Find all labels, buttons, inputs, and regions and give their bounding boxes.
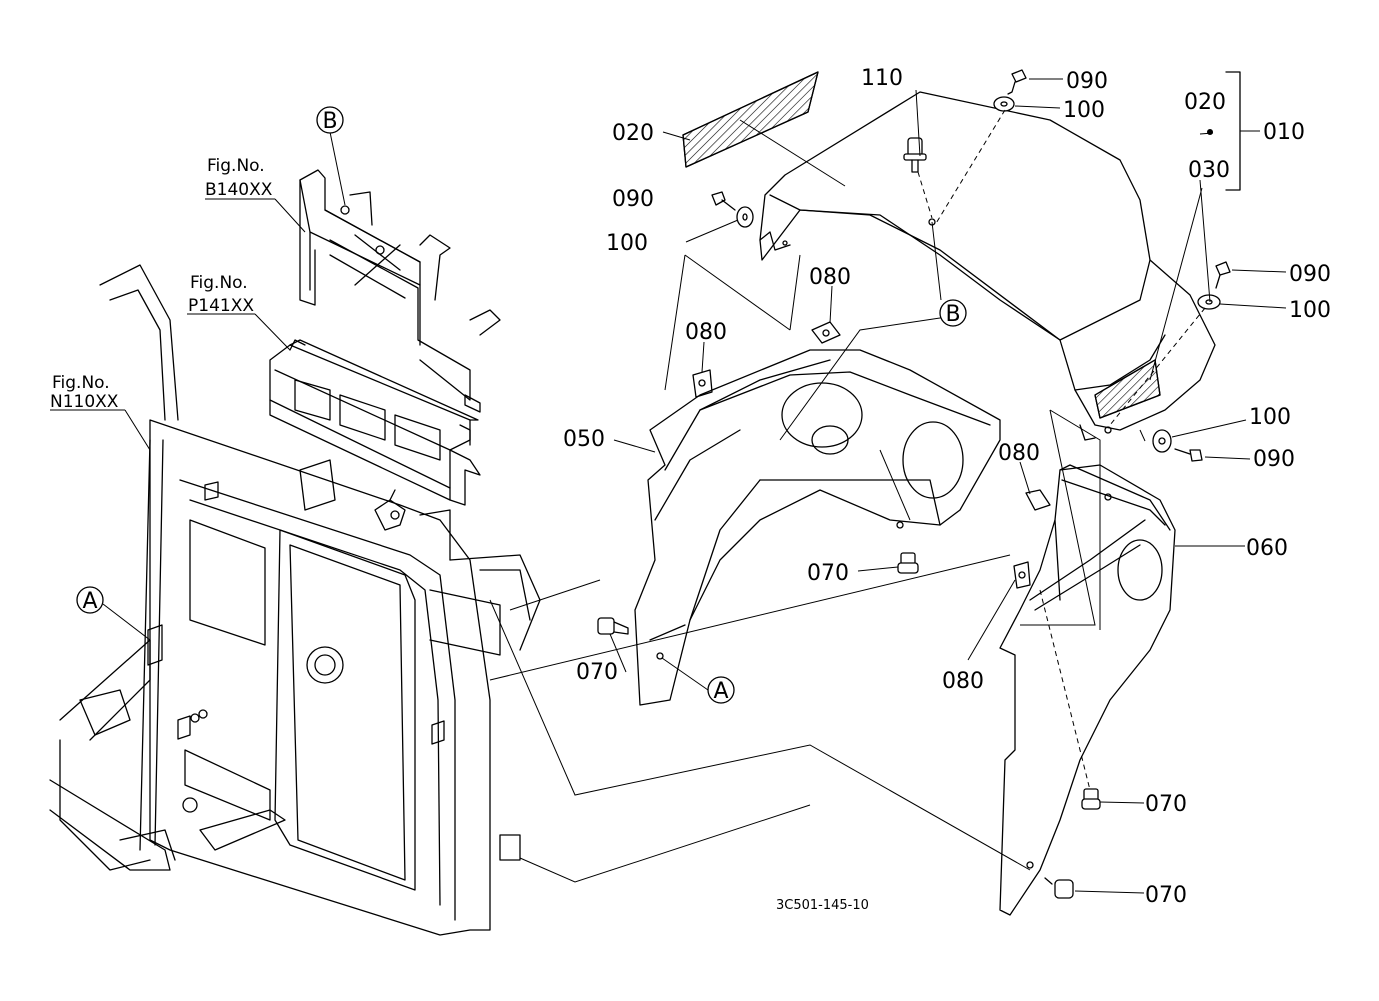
callout-leaders xyxy=(50,78,1287,894)
callout-070-left: 070 xyxy=(576,660,618,685)
drawing-code: 3C501-145-10 xyxy=(776,898,869,913)
callout-100-left: 100 xyxy=(606,231,648,256)
decal-020 xyxy=(682,71,819,168)
figref-p141xx: Fig.No. P141XX xyxy=(188,273,254,316)
screw-090c xyxy=(1197,261,1231,310)
ref-b-mid-label: B xyxy=(945,302,960,327)
ref-circle-a-left: A xyxy=(76,586,104,614)
duct-p141xx xyxy=(269,339,481,506)
figref-n110xx-line1: Fig.No. xyxy=(52,373,110,393)
callout-070-right: 070 xyxy=(1145,792,1187,817)
ref-a-left-label: A xyxy=(82,589,97,614)
callout-060: 060 xyxy=(1246,536,1288,561)
cab-frame xyxy=(49,264,541,936)
callout-labels: 020 110 090 100 020 010 030 090 100 090 … xyxy=(563,66,1331,908)
callout-100-top: 100 xyxy=(1063,98,1105,123)
ref-circle-b-mid: B xyxy=(939,299,967,327)
callout-070-bottom: 070 xyxy=(1145,883,1187,908)
clip-center xyxy=(374,489,406,531)
screw-090b xyxy=(711,191,754,228)
callout-090-right: 090 xyxy=(1289,262,1331,287)
callout-100-right: 100 xyxy=(1289,298,1331,323)
callout-030: 030 xyxy=(1188,158,1230,183)
figref-p141xx-line1: Fig.No. xyxy=(190,273,248,293)
screw-090a xyxy=(993,69,1027,112)
panel-060 xyxy=(999,464,1176,916)
ref-circle-a-right: A xyxy=(707,676,735,704)
callout-080-left: 080 xyxy=(685,320,727,345)
callout-010: 010 xyxy=(1263,120,1305,145)
callout-080-right: 080 xyxy=(998,441,1040,466)
top-cover-010 xyxy=(759,91,1216,441)
clip-080a xyxy=(692,321,841,398)
figref-n110xx-line2: N110XX xyxy=(50,392,119,412)
bolt-070c xyxy=(1081,788,1101,810)
callout-090-left: 090 xyxy=(612,187,654,212)
callout-070-center: 070 xyxy=(807,561,849,586)
callout-110: 110 xyxy=(861,66,903,91)
clip-080c xyxy=(1013,489,1051,589)
bolt-070d xyxy=(1044,877,1074,899)
callout-090-top: 090 xyxy=(1066,69,1108,94)
dot-020 xyxy=(1207,129,1213,135)
figref-n110xx: Fig.No. N110XX xyxy=(50,373,119,412)
callout-080-top: 080 xyxy=(809,265,851,290)
figref-b140xx: Fig.No. B140XX xyxy=(205,156,273,200)
assembly-lines xyxy=(489,109,1211,883)
callout-020-left: 020 xyxy=(612,121,654,146)
callout-100-lower: 100 xyxy=(1249,405,1291,430)
callout-090-lower: 090 xyxy=(1253,447,1295,472)
figref-b140xx-line2: B140XX xyxy=(205,180,273,200)
ref-b-top-label: B xyxy=(322,109,337,134)
screw-090d xyxy=(1152,429,1203,462)
callout-050: 050 xyxy=(563,427,605,452)
callout-020-right: 020 xyxy=(1184,90,1226,115)
figref-b140xx-line1: Fig.No. xyxy=(207,156,265,176)
panel-050 xyxy=(634,349,1001,706)
ref-a-right-label: A xyxy=(713,679,728,704)
fastener-110 xyxy=(903,137,927,173)
bolt-070b xyxy=(597,617,629,635)
bracket-b140xx xyxy=(299,169,501,413)
bolt-070a xyxy=(897,552,919,574)
figref-p141xx-line2: P141XX xyxy=(188,296,254,316)
callout-080-lower: 080 xyxy=(942,669,984,694)
ref-circle-b-top: B xyxy=(316,106,344,134)
